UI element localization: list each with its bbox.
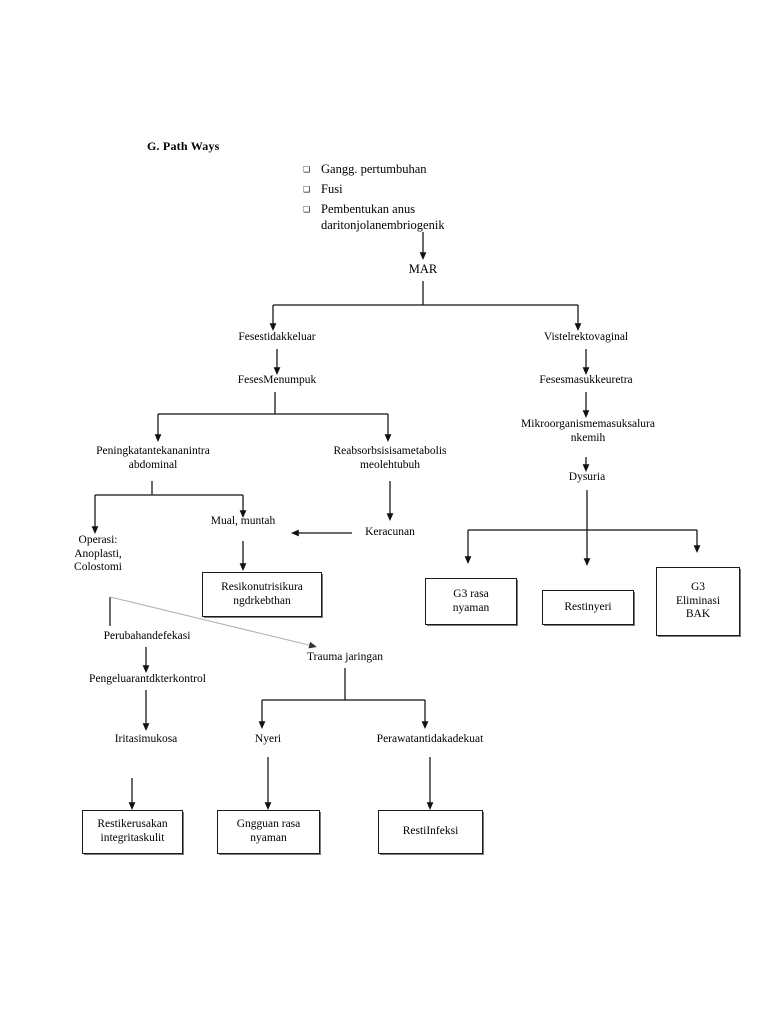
- diagonal-connector: [109, 596, 317, 649]
- page-title: G. Path Ways: [147, 139, 220, 153]
- cause-label: Gangg. pertumbuhan: [321, 162, 427, 176]
- cause-label: Pembentukan anus daritonjolanembriogenik: [321, 202, 445, 232]
- node-operasi-anoplasti-colostomi: Operasi: Anoplasti, Colostomi: [74, 534, 122, 574]
- node-fesesmasukkeuretra: Fesesmasukkeuretra: [539, 374, 633, 386]
- square-bullet-icon: ❑: [303, 205, 311, 214]
- box-resti-infeksi: RestiInfeksi: [378, 810, 483, 854]
- node-pengeluaran-tdk-terkontrol: Pengeluarantdkterkontrol: [89, 673, 206, 685]
- node-vistelrektovaginal: Vistelrektovaginal: [543, 331, 629, 343]
- node-keracunan: Keracunan: [365, 526, 415, 538]
- node-dysuria: Dysuria: [568, 471, 606, 483]
- node-perubahan-defekasi: Perubahandefekasi: [103, 630, 191, 642]
- box-label: Resikonutrisikura ngdrkebthan: [221, 580, 303, 607]
- node-peningkatan-tekanan-intra-abdominal: Peningkatantekananintra abdominal: [96, 445, 210, 471]
- box-restinyeri: Restinyeri: [542, 590, 634, 625]
- box-gngguan-rasa-nyaman: Gngguan rasa nyaman: [217, 810, 320, 854]
- node-iritasi-mukosa: Iritasimukosa: [114, 733, 178, 745]
- node-perawatan-tidak-adekuat: Perawatantidakadekuat: [376, 733, 484, 745]
- square-bullet-icon: ❑: [303, 165, 311, 174]
- square-bullet-icon: ❑: [303, 185, 311, 194]
- causes-list: ❑ Gangg. pertumbuhan ❑ Fusi ❑ Pembentuka…: [303, 161, 543, 236]
- box-label: Gngguan rasa nyaman: [236, 818, 301, 844]
- node-fesesmenumpuk: FesesMenumpuk: [237, 374, 317, 386]
- list-item: ❑ Pembentukan anus daritonjolanembriogen…: [303, 201, 543, 233]
- box-resiko-nutrisi: Resikonutrisikura ngdrkebthan: [202, 572, 322, 617]
- box-label: RestiInfeksi: [402, 825, 459, 838]
- node-fesestidakkeluar: Fesestidakkeluar: [238, 331, 316, 343]
- list-item: ❑ Gangg. pertumbuhan: [303, 161, 543, 178]
- node-mikroorganisme-saluran-kemih: Mikroorganismemasuksalura nkemih: [521, 418, 655, 444]
- box-label: G3 rasa nyaman: [452, 587, 490, 614]
- node-reabsorbsi-sisa-metabolis: Reabsorbsisisametabolis meolehtubuh: [333, 445, 447, 471]
- box-g3-eliminasi-bak: G3 Eliminasi BAK: [656, 567, 740, 636]
- node-mual-muntah: Mual, muntah: [210, 515, 276, 527]
- box-label: Restikerusakan integritaskulit: [97, 818, 168, 844]
- node-nyeri: Nyeri: [254, 733, 282, 745]
- box-g3-rasa-nyaman: G3 rasa nyaman: [425, 578, 517, 625]
- list-item: ❑ Fusi: [303, 181, 543, 198]
- box-label: Restinyeri: [564, 600, 612, 613]
- box-label: G3 Eliminasi BAK: [675, 581, 721, 621]
- box-resti-kerusakan-integritas-kulit: Restikerusakan integritaskulit: [82, 810, 183, 854]
- node-trauma-jaringan: Trauma jaringan: [307, 651, 383, 663]
- cause-label: Fusi: [321, 182, 343, 196]
- node-mar: MAR: [408, 262, 438, 276]
